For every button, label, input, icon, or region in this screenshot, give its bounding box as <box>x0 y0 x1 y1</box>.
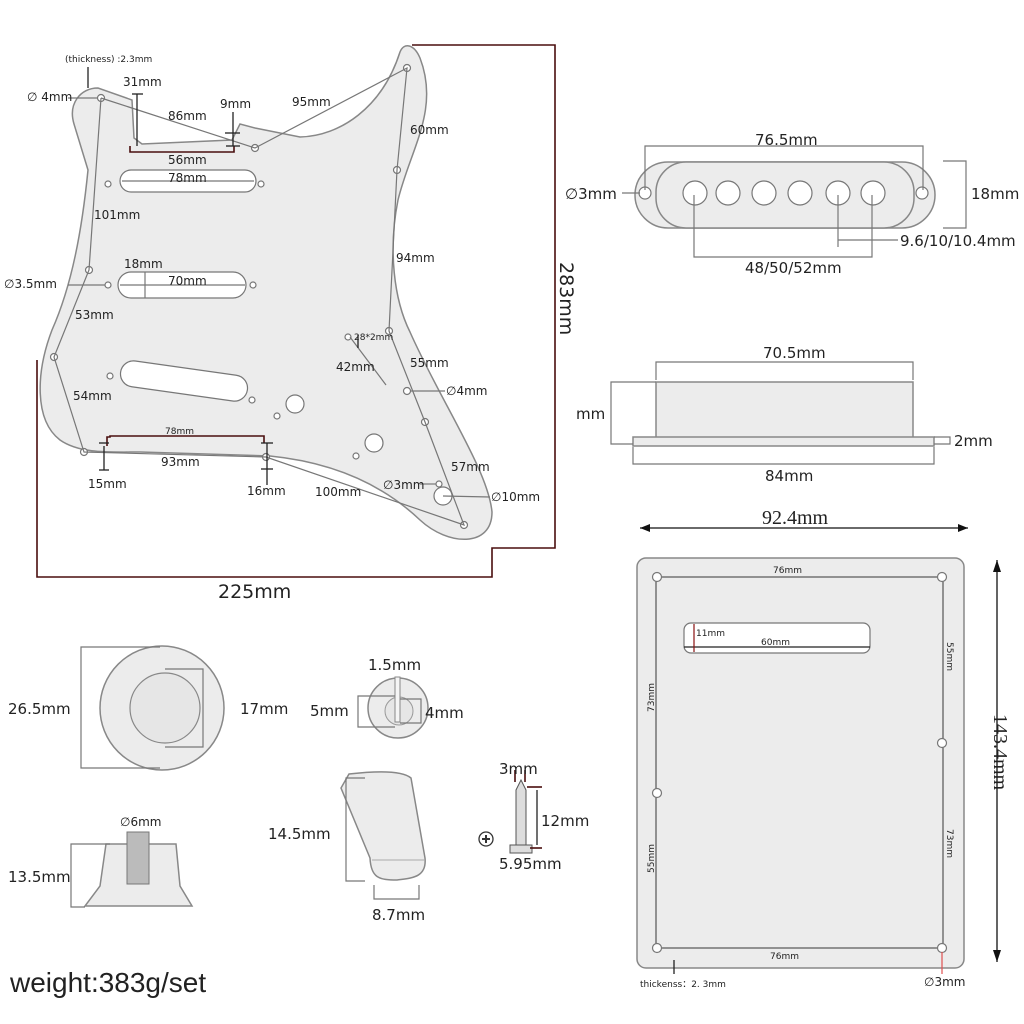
pole-holes <box>682 180 886 206</box>
label: ∅3mm <box>383 478 424 492</box>
label: ∅3mm <box>924 975 965 989</box>
switch-slot-line <box>349 336 387 386</box>
label: 60mm <box>410 123 449 137</box>
label: 76mm <box>770 952 799 962</box>
pickguard-body <box>39 45 493 541</box>
label: 86mm <box>168 109 207 123</box>
knob-top-inner <box>129 672 201 744</box>
label: 56mm <box>168 153 207 167</box>
label: ∅3.5mm <box>4 277 57 291</box>
label: 93mm <box>161 455 200 469</box>
label: 12mm <box>541 812 589 830</box>
label: 101mm <box>94 208 140 222</box>
overall-dimension-frame <box>36 44 556 578</box>
label: 42mm <box>336 360 375 374</box>
pickup-cover-side-view: 70.5mm mm 2mm 84mm <box>576 344 993 485</box>
screw: 3mm 12mm 5.95mm <box>478 760 589 873</box>
backplate-width-label: 92.4mm <box>762 507 829 529</box>
backplate-height-label: 143.4mm <box>989 714 1011 791</box>
label: 54mm <box>73 389 112 403</box>
screw-head <box>509 844 533 854</box>
pickup-cover <box>655 161 915 229</box>
backplate-body <box>636 557 965 969</box>
label: 94mm <box>396 251 435 265</box>
height-label: 283mm <box>555 262 577 335</box>
label: 2mm <box>954 432 993 450</box>
label: 70mm <box>168 274 207 288</box>
label: 9mm <box>220 97 251 111</box>
label: 55mm <box>410 356 449 370</box>
label: 78mm <box>168 171 207 185</box>
label: 16mm <box>247 484 286 498</box>
label: 57mm <box>451 460 490 474</box>
label: 26.5mm <box>8 700 71 718</box>
label: 55mm <box>647 844 657 873</box>
label: 11mm <box>696 629 725 639</box>
label: 8.7mm <box>372 906 425 924</box>
label: 48/50/52mm <box>745 259 842 277</box>
label: ∅ 4mm <box>27 90 72 104</box>
label: 84mm <box>765 467 813 485</box>
pickguard: (thickness) :2.3mm ∅ 4mm 31mm 86mm 9mm 9… <box>4 44 577 603</box>
backplate: 92.4mm 143.4mm 76mm 11mm 60mm 55mm 73mm … <box>636 507 1011 990</box>
label: 18mm <box>971 185 1019 203</box>
width-label: 225mm <box>218 581 291 603</box>
weight-label: weight:383g/set <box>9 967 206 998</box>
label: 60mm <box>761 638 790 648</box>
label: ∅10mm <box>491 490 540 504</box>
label: 4mm <box>425 704 464 722</box>
knob-shaft <box>126 831 150 885</box>
label: 5mm <box>310 702 349 720</box>
label: 17mm <box>240 700 288 718</box>
label: 76mm <box>773 566 802 576</box>
label: 76.5mm <box>755 131 818 149</box>
backplate-thickness-label: thickenss：2. 3mm <box>640 980 726 990</box>
label: ∅6mm <box>120 815 161 829</box>
label: 78mm <box>165 427 194 437</box>
pickup-body <box>655 381 914 439</box>
pickup-cover-top-view: 76.5mm ∅3mm 18mm 9.6/10/10.4mm 48/50/52m… <box>565 131 1019 277</box>
label: 14.5mm <box>268 825 331 843</box>
label: ∅3mm <box>565 185 617 203</box>
switch-tip: 1.5mm 5mm 4mm 14.5mm 8.7mm <box>268 656 464 924</box>
label: 1.5mm <box>368 656 421 674</box>
label: 70.5mm <box>763 344 826 362</box>
label: 28*2mm <box>354 333 393 343</box>
screw-shank <box>515 778 527 846</box>
pickguard-dark-dims <box>87 67 359 485</box>
switch-tip-slot <box>394 676 401 723</box>
label: 9.6/10/10.4mm <box>900 232 1016 250</box>
knob: 26.5mm 17mm ∅6mm 13.5mm <box>8 645 288 908</box>
label: 5.95mm <box>499 855 562 873</box>
label: 3mm <box>499 760 538 778</box>
label: 55mm <box>944 642 954 671</box>
label: 13.5mm <box>8 868 71 886</box>
label: 53mm <box>75 308 114 322</box>
label: 73mm <box>647 683 657 712</box>
label: 18mm <box>124 257 163 271</box>
backplate-screw-holes <box>651 571 948 954</box>
label: mm <box>576 405 605 423</box>
thickness-label: (thickness) :2.3mm <box>65 55 152 65</box>
bridge-pickup-slot <box>119 360 249 402</box>
screw-dimension-lines <box>53 66 466 526</box>
label: 15mm <box>88 477 127 491</box>
label: ∅4mm <box>446 384 487 398</box>
backplate-slot <box>683 622 871 654</box>
label: 100mm <box>315 485 361 499</box>
label: 95mm <box>292 95 331 109</box>
switch-tip-side <box>340 771 426 881</box>
label: 31mm <box>123 75 162 89</box>
label: 73mm <box>944 829 954 858</box>
pickup-base <box>632 436 935 447</box>
